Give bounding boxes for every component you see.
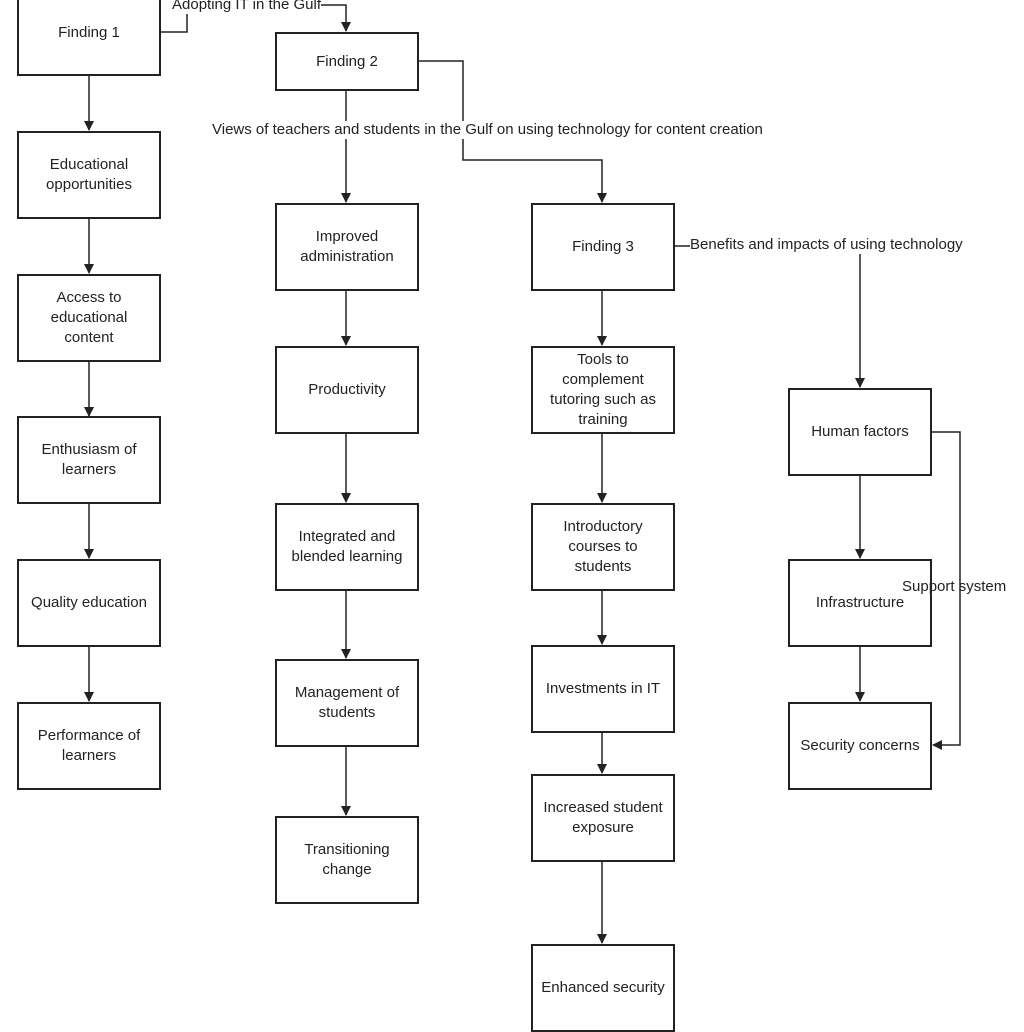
transitioning-change-box: Transitioning change (275, 816, 419, 904)
human-factors-box: Human factors (788, 388, 932, 476)
management-students-box: Management of students (275, 659, 419, 747)
infrastructure-box: Infrastructure (788, 559, 932, 647)
connector-support-system (931, 431, 961, 750)
label-adopting-it: Adopting IT in the Gulf (172, 0, 321, 14)
enthusiasm-learners-box: Enthusiasm of learners (17, 416, 161, 504)
performance-learners-box: Performance of learners (17, 702, 161, 790)
productivity-box: Productivity (275, 346, 419, 434)
tools-complement-tutoring-box: Tools to complement tutoring such as tra… (531, 346, 675, 434)
finding-3-box: Finding 3 (531, 203, 675, 291)
improved-administration-box: Improved administration (275, 203, 419, 291)
investments-it-box: Investments in IT (531, 645, 675, 733)
increased-student-exposure-box: Increased student exposure (531, 774, 675, 862)
label-views: Views of teachers and students in the Gu… (212, 121, 763, 139)
quality-education-box: Quality education (17, 559, 161, 647)
enhanced-security-box: Enhanced security (531, 944, 675, 1032)
introductory-courses-box: Introductory courses to students (531, 503, 675, 591)
finding-1-box: Finding 1 (17, 0, 161, 76)
connector-f2-f3 (418, 60, 607, 203)
connector-f3-human (674, 245, 865, 388)
finding-2-box: Finding 2 (275, 32, 419, 91)
integrated-blended-learning-box: Integrated and blended learning (275, 503, 419, 591)
educational-opportunities-box: Educational opportunities (17, 131, 161, 219)
access-educational-content-box: Access to educational content (17, 274, 161, 362)
label-benefits: Benefits and impacts of using technology (690, 236, 963, 254)
security-concerns-box: Security concerns (788, 702, 932, 790)
label-support-system: Support system (902, 578, 1007, 595)
